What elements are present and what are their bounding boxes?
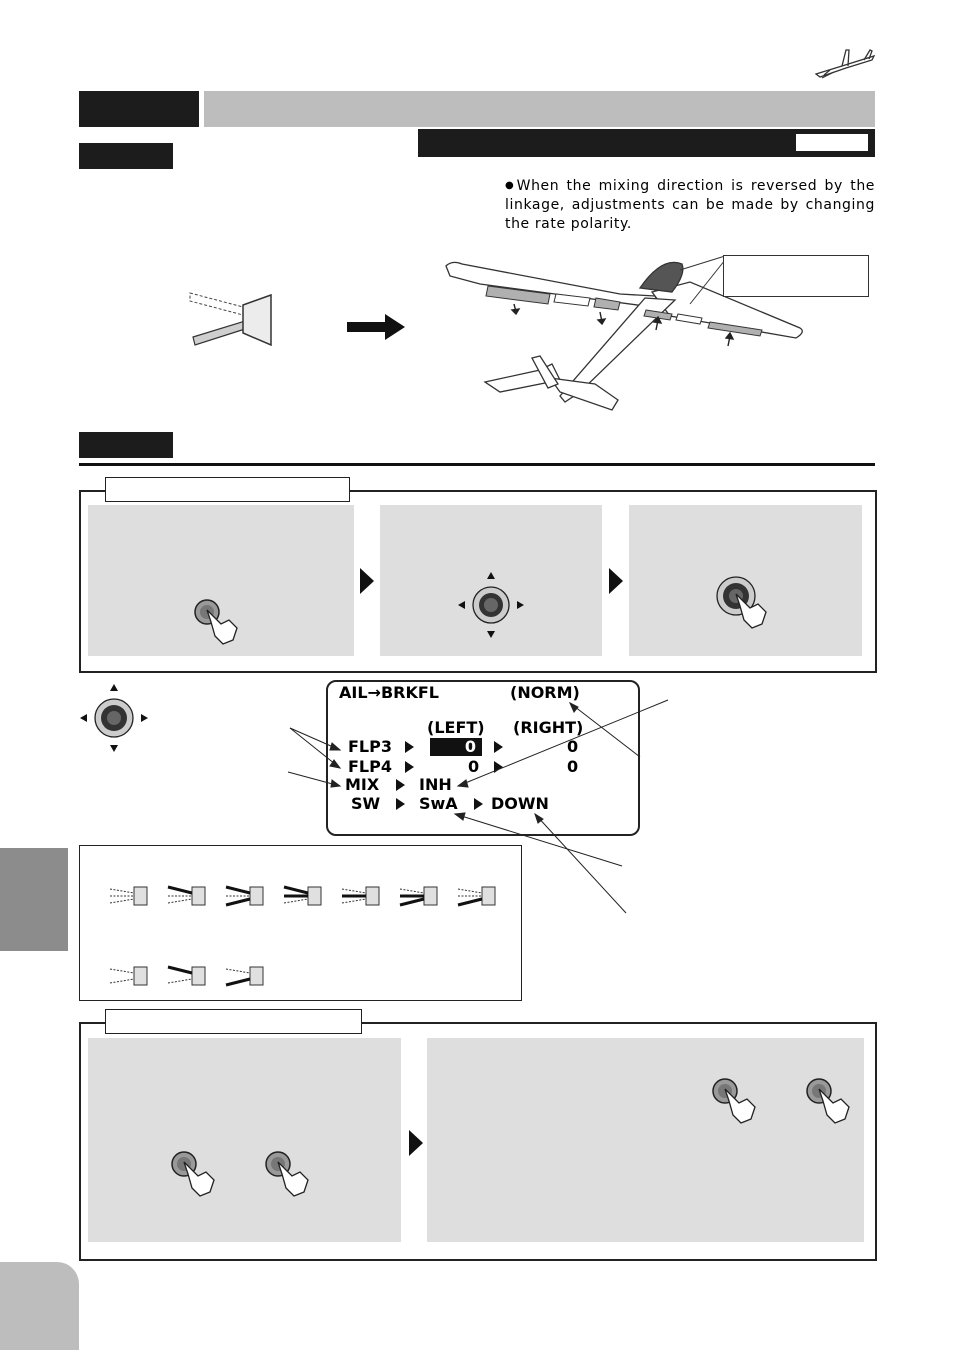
procedure-label-2 bbox=[105, 1009, 362, 1034]
switch-lever-icon bbox=[341, 886, 380, 906]
section-title-bar bbox=[204, 91, 875, 127]
glider-logo-icon bbox=[814, 49, 876, 79]
lcd-row-flp4-name: FLP4 bbox=[348, 757, 392, 776]
lcd-row-flp3-name: FLP3 bbox=[348, 737, 392, 756]
switch-lever-icon bbox=[167, 965, 206, 986]
arrow-right-icon bbox=[347, 314, 405, 340]
page-number-tab bbox=[0, 1262, 79, 1350]
jog-dial-icon bbox=[458, 572, 524, 638]
function-badge bbox=[796, 134, 868, 151]
lcd-mix-value[interactable]: INH bbox=[419, 775, 452, 794]
lcd-row-flp4-left[interactable]: 0 bbox=[468, 757, 480, 776]
lcd-arrow bbox=[405, 741, 414, 753]
procedure-label-1 bbox=[105, 477, 350, 502]
step-arrow-2-icon bbox=[609, 568, 623, 594]
intro-text: When the mixing direction is reversed by… bbox=[505, 178, 876, 232]
switch-selection-box bbox=[79, 845, 522, 1001]
step-panel-5 bbox=[427, 1038, 864, 1242]
switch-lever-icon bbox=[457, 886, 496, 907]
section-label-block bbox=[79, 91, 199, 127]
lcd-arrow bbox=[474, 798, 483, 810]
switch-lever-icon bbox=[225, 966, 264, 987]
subheading-block-1 bbox=[79, 143, 173, 169]
lcd-row-flp4-right[interactable]: 0 bbox=[567, 757, 579, 776]
push-button-icon bbox=[806, 1078, 850, 1124]
lcd-arrow bbox=[396, 779, 405, 791]
push-button-icon bbox=[171, 1151, 215, 1197]
lcd-mode: (NORM) bbox=[510, 683, 580, 702]
step-panel-2 bbox=[380, 505, 602, 656]
lcd-arrow bbox=[494, 761, 503, 773]
lcd-mix-label: MIX bbox=[345, 775, 380, 794]
step-arrow-3-icon bbox=[409, 1130, 423, 1156]
push-button-icon bbox=[194, 599, 238, 645]
intro-paragraph: ●When the mixing direction is reversed b… bbox=[505, 176, 875, 234]
airplane-icon bbox=[445, 255, 803, 411]
section-rule bbox=[79, 463, 875, 466]
stick-icon bbox=[189, 292, 272, 347]
switch-lever-row bbox=[109, 885, 496, 987]
lcd-row-flp3-right[interactable]: 0 bbox=[567, 737, 579, 756]
switch-lever-icon bbox=[225, 885, 264, 907]
lcd-title: AIL→BRKFL bbox=[339, 683, 439, 702]
lcd-arrow bbox=[405, 761, 414, 773]
push-button-icon bbox=[265, 1151, 309, 1197]
lcd-sw-dir[interactable]: DOWN bbox=[491, 794, 549, 813]
lcd-sw-label: SW bbox=[351, 794, 381, 813]
lcd-sw-value[interactable]: SwA bbox=[419, 794, 458, 813]
callout-box bbox=[723, 255, 869, 297]
switch-lever-icon bbox=[109, 886, 148, 906]
jog-dial-icon bbox=[80, 684, 148, 752]
push-button-icon bbox=[712, 1078, 756, 1124]
subheading-block-2 bbox=[79, 432, 173, 458]
lcd-col-left: (LEFT) bbox=[427, 718, 485, 737]
lcd-col-right: (RIGHT) bbox=[513, 718, 584, 737]
step-arrow-1-icon bbox=[360, 568, 374, 594]
step-panel-4 bbox=[88, 1038, 401, 1242]
lcd-arrow bbox=[396, 798, 405, 810]
side-tab bbox=[0, 848, 68, 951]
switch-lever-icon bbox=[399, 886, 438, 907]
jog-dial-push-icon bbox=[716, 576, 767, 629]
lcd-cursor[interactable]: 0 bbox=[430, 738, 482, 756]
lcd-row-flp3-left[interactable]: 0 bbox=[464, 737, 476, 756]
switch-lever-icon bbox=[109, 966, 148, 986]
lcd-arrow bbox=[494, 741, 503, 753]
switch-lever-icon bbox=[167, 885, 206, 906]
bullet: ● bbox=[505, 180, 517, 191]
switch-lever-icon bbox=[283, 885, 322, 906]
